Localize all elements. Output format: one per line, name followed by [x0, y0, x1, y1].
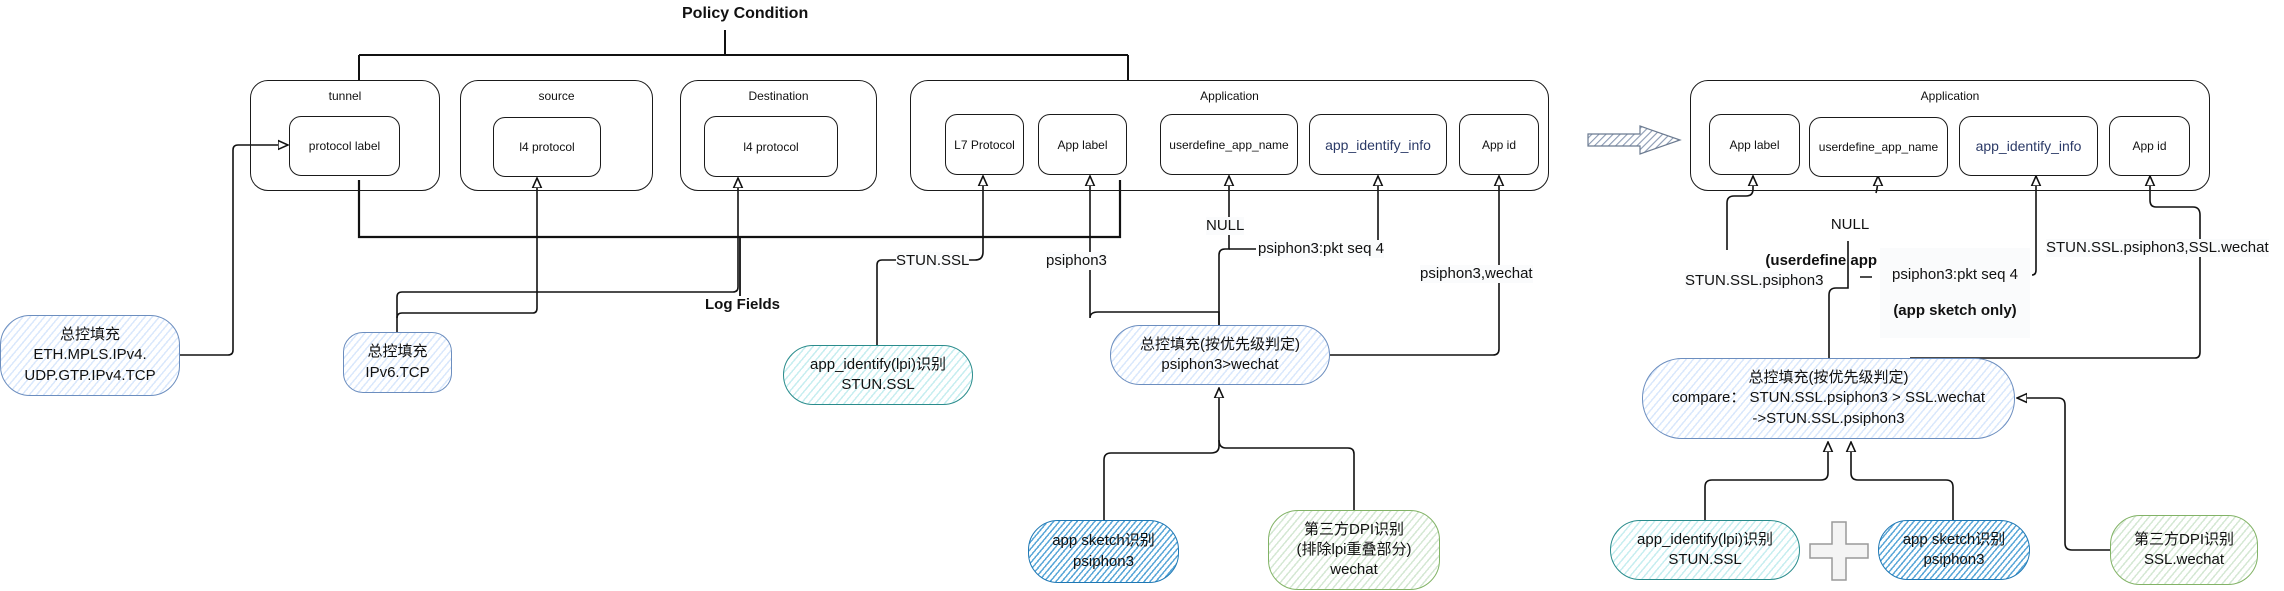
right-source-lpi[interactable]: app_identify(lpi)识别 STUN.SSL: [1610, 520, 1800, 580]
edge-r-fill-userdefine: [1828, 176, 1878, 358]
edge-tunnel-fill: [180, 145, 288, 356]
edge-label-l7: STUN.SSL: [896, 252, 970, 270]
right-source-priority-fill[interactable]: 总控填充(按优先级判定) compare： STUN.SSL.psiphon3 …: [1642, 358, 2015, 439]
edge-fill-applabel: [1090, 176, 1220, 325]
edge-r-sketch-fill: [1851, 442, 1954, 520]
group-source: source: [460, 80, 653, 191]
edge-dpi-fill: [1218, 439, 1355, 510]
edge-r-lpi-fill: [1704, 442, 1828, 520]
right-source-app-sketch[interactable]: app sketch识别 psiphon3: [1878, 520, 2030, 580]
edge-ipv6-dest: [396, 178, 738, 318]
edge-fill-appid: [1330, 176, 1499, 356]
edge-label-identify-info: psiphon3:pkt seq 4: [1258, 240, 1384, 258]
group-destination: Destination: [680, 80, 877, 191]
edge-label-app-id: psiphon3,wechat: [1420, 265, 1533, 283]
field-source-l4-protocol[interactable]: l4 protocol: [493, 117, 601, 177]
field-app-label[interactable]: App label: [1038, 114, 1127, 175]
edge-r-fill-identify: [1860, 176, 2036, 278]
field-right-app-id[interactable]: App id: [2109, 116, 2190, 176]
field-right-userdefine-app-name[interactable]: userdefine_app_name: [1809, 117, 1948, 177]
edge-r-fill-applabel: [1726, 176, 1753, 250]
edge-label-right-app-id: STUN.SSL.psiphon3,SSL.wechat: [2046, 239, 2269, 257]
edge-label-right-identify-info: psiphon3:pkt seq 4 (app sketch only): [1880, 248, 2030, 338]
source-lpi[interactable]: app_identify(lpi)识别 STUN.SSL: [783, 345, 973, 405]
source-app-sketch[interactable]: app sketch识别 psiphon3: [1028, 520, 1179, 583]
edge-sketch-fill: [1103, 388, 1219, 520]
field-l7-protocol[interactable]: L7 Protocol: [945, 114, 1024, 175]
edge-fill-identify: [1229, 176, 1378, 250]
plus-icon: [1809, 521, 1869, 581]
edge-label-right-userdefine-line1: NULL: [1830, 216, 1870, 233]
group-application-title: Application: [1200, 89, 1259, 103]
right-source-third-party-dpi[interactable]: 第三方DPI识别 SSL.wechat: [2110, 515, 2258, 585]
field-userdefine-app-name[interactable]: userdefine_app_name: [1160, 114, 1298, 175]
edge-r-fill-appid: [1910, 176, 2201, 359]
source-priority-fill[interactable]: 总控填充(按优先级判定) psiphon3>wechat: [1110, 325, 1330, 385]
group-tunnel-title: tunnel: [328, 89, 362, 103]
field-app-id[interactable]: App id: [1459, 114, 1539, 175]
group-destination-title: Destination: [748, 89, 809, 103]
source-ipv6-fill[interactable]: 总控填充 IPv6.TCP: [343, 332, 452, 393]
group-source-title: source: [538, 89, 575, 103]
group-application: Application: [910, 80, 1549, 191]
field-destination-l4-protocol[interactable]: l4 protocol: [704, 116, 838, 177]
source-third-party-dpi[interactable]: 第三方DPI识别 (排除lpi重叠部分) wechat: [1268, 510, 1440, 590]
source-tunnel-fill[interactable]: 总控填充 ETH.MPLS.IPv4. UDP.GTP.IPv4.TCP: [0, 315, 180, 396]
edge-r-dpi-fill: [2017, 398, 2110, 551]
edge-label-right-identify-line2: (app sketch only): [1893, 302, 2017, 319]
policy-bracket: [358, 30, 1129, 80]
policy-condition-title: Policy Condition: [682, 5, 809, 22]
edge-label-app-label: psiphon3: [1046, 252, 1107, 270]
edge-label-right-app-label: STUN.SSL.psiphon3: [1685, 272, 1824, 290]
log-fields-label: Log Fields: [705, 296, 780, 313]
group-tunnel: tunnel: [250, 80, 440, 191]
group-application-right: Application: [1690, 80, 2210, 191]
field-right-app-identify-info[interactable]: app_identify_info: [1959, 116, 2098, 176]
group-application-right-title: Application: [1920, 89, 1980, 103]
edge-ipv6-source: [396, 178, 537, 332]
arrow-right-icon: [1587, 125, 1682, 155]
field-right-app-label[interactable]: App label: [1709, 114, 1800, 175]
edge-fill-userdefine: [1218, 176, 1229, 325]
edge-label-right-identify-line1: psiphon3:pkt seq 4: [1892, 266, 2018, 283]
edge-label-userdefine: NULL: [1206, 217, 1245, 235]
field-app-identify-info[interactable]: app_identify_info: [1309, 114, 1447, 175]
field-protocol-label[interactable]: protocol label: [289, 116, 400, 176]
